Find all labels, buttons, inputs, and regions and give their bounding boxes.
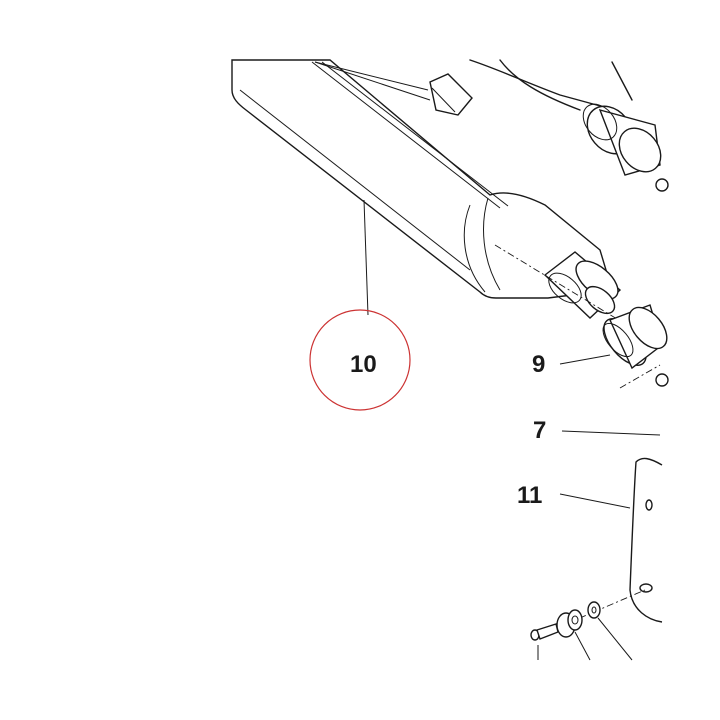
heat-shield-part-11	[629, 457, 663, 623]
mounting-pad	[429, 73, 473, 116]
leader-7	[561, 430, 661, 436]
leader-11	[559, 493, 631, 509]
callout-7: 7	[533, 417, 547, 444]
clamp-part-9	[602, 304, 669, 387]
callout-11: 11	[517, 482, 543, 509]
leader-10	[363, 199, 369, 316]
muffler-part-10	[231, 59, 622, 319]
highlight-circle	[309, 309, 411, 411]
upper-pipe-assembly	[469, 59, 669, 192]
callout-9: 9	[532, 351, 546, 378]
callout-10: 10	[350, 351, 377, 378]
leader-9	[559, 354, 611, 365]
fastener-stack	[530, 589, 646, 641]
